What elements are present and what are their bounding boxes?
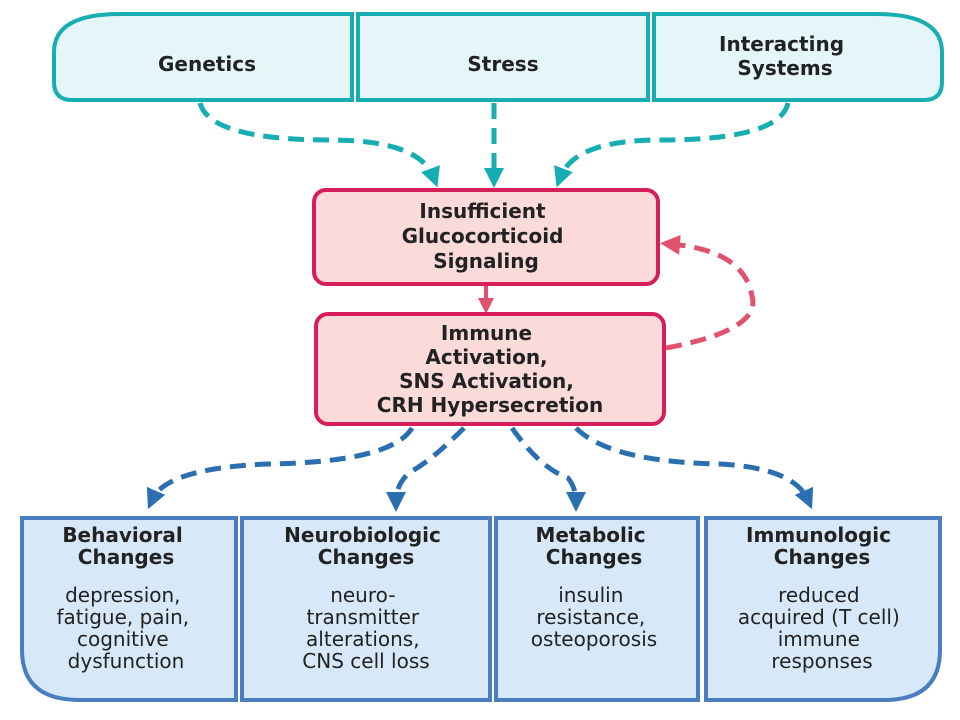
neurobiologic-title: Neurobiologic Changes [284,523,448,569]
activation-label: Immune Activation, SNS Activation, CRH H… [377,321,603,417]
activation-box [314,312,666,426]
glucocorticoid-box [312,188,660,286]
metabolic-arrow [509,426,586,512]
metabolic-title: Metabolic Changes [535,523,652,569]
stress-box [356,12,650,102]
interacting-systems-label: Interacting Systems [719,32,851,80]
stress-label: Stress [467,52,538,76]
genetics-box [52,12,354,102]
behavioral-arrow [146,426,415,510]
genetics-label: Genetics [158,52,256,76]
immunologic-title: Immunologic Changes [746,523,898,569]
neurobiologic-arrow [386,426,466,512]
metabolic-box [494,516,700,702]
metabolic-detail: insulin resistance, osteoporosis [531,583,657,651]
immunologic-detail: reduced acquired (T cell) immune respons… [738,583,906,673]
feedback-loop-arrow [660,234,756,351]
neurobiologic-box [240,516,492,702]
behavioral-title: Behavioral Changes [62,523,189,569]
neurobiologic-detail: neuro- transmitter alterations, CNS cell… [302,583,429,673]
immunologic-box [704,516,942,702]
immunologic-arrow [574,426,814,510]
genetics-arrow [197,102,440,188]
behavioral-detail: depression, fatigue, pain, cognitive dys… [57,583,196,673]
interacting-systems-box [652,12,944,102]
behavioral-box [20,516,238,702]
glucocorticoid-label: Insufficient Glucocorticoid Signaling [402,199,571,273]
interacting-systems-arrow [554,102,791,188]
